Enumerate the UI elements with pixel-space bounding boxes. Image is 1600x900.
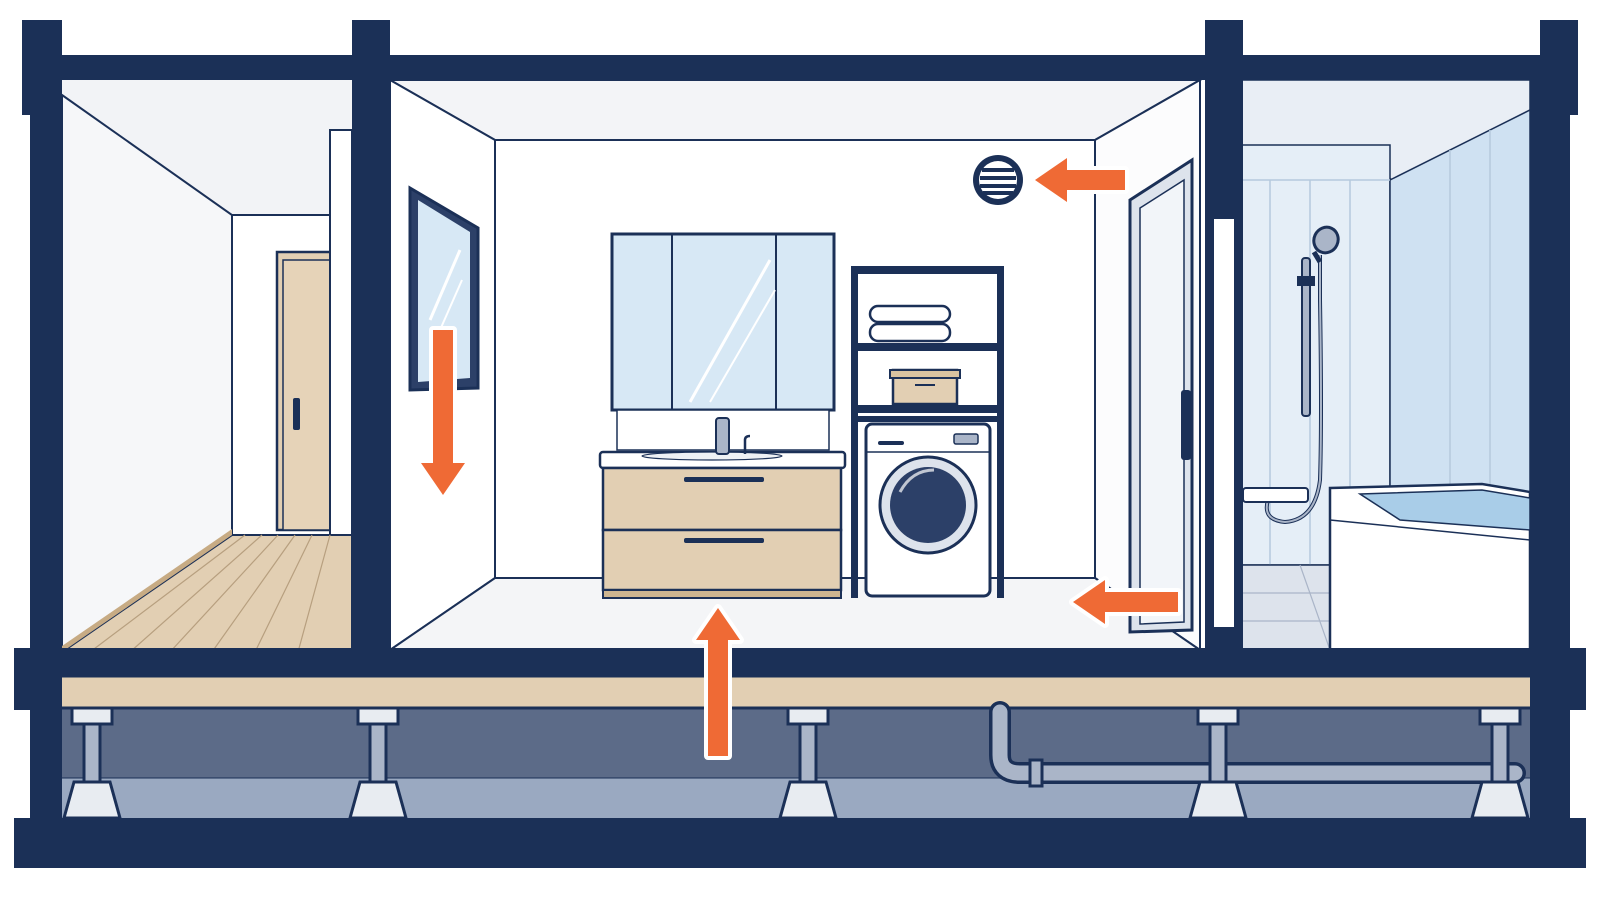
airflow-arrow-underfloor-rise bbox=[692, 604, 744, 760]
bathroom-sliding-door bbox=[1128, 157, 1194, 634]
floor-posts bbox=[62, 706, 1530, 820]
floor-post bbox=[1188, 706, 1248, 820]
airflow-arrow-window-downdraft bbox=[417, 326, 469, 499]
floor-joist bbox=[53, 674, 1547, 710]
airflow-arrow-vent-intake bbox=[1031, 154, 1129, 206]
door-handle bbox=[1181, 390, 1191, 460]
structural-frame bbox=[14, 20, 1586, 868]
folded-towels bbox=[868, 304, 952, 343]
drain-pipe bbox=[989, 701, 1526, 788]
airflow-arrows bbox=[417, 154, 1182, 760]
door-handle bbox=[293, 398, 300, 430]
washing-machine-icon bbox=[864, 422, 992, 598]
bathtub bbox=[1328, 482, 1532, 652]
floor-post bbox=[1470, 706, 1530, 820]
bathroom-room bbox=[1239, 79, 1533, 652]
shower-head-icon bbox=[1264, 225, 1340, 525]
hallway-room bbox=[58, 80, 353, 654]
floor-beam bbox=[14, 648, 1586, 676]
floor-post bbox=[778, 706, 838, 820]
partition-column-left bbox=[352, 80, 390, 650]
faucet-icon bbox=[715, 417, 751, 455]
vanity-unit bbox=[598, 417, 847, 599]
laundry-rack bbox=[851, 266, 1004, 598]
vent-grille-icon bbox=[973, 155, 1023, 205]
bath-bench bbox=[1242, 487, 1309, 503]
storage-box bbox=[889, 368, 961, 406]
airflow-arrow-door-gap-inflow bbox=[1069, 576, 1182, 628]
foundation-slab bbox=[14, 818, 1586, 868]
